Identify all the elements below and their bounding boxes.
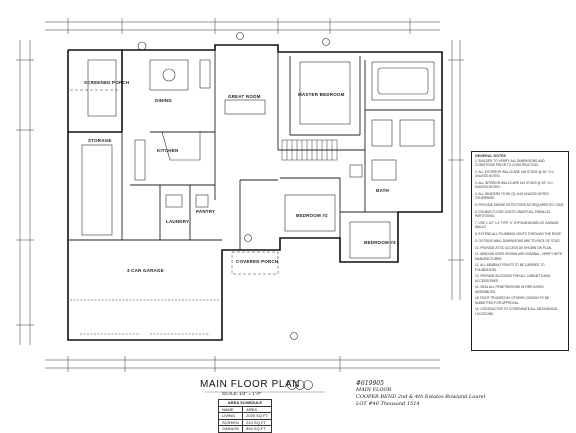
table-row: GARAGE 894 SQ FT <box>217 425 272 433</box>
porch-outline <box>70 89 279 275</box>
area-schedule-title: AREA SCHEDULE <box>218 399 272 407</box>
handwritten-note: COOPER BEND 2nd & 4th Estates Rowland La… <box>356 394 486 400</box>
room-label-bath: BATH <box>376 188 389 193</box>
exterior-walls <box>67 44 443 341</box>
general-note: 13. PROVIDE BLOCKING FOR ALL CABINETS AN… <box>475 274 551 283</box>
area-cell: 894 SQ FT <box>242 425 272 433</box>
general-notes-heading: GENERAL NOTES <box>475 154 506 158</box>
area-cell: 224 SQ FT <box>242 418 272 427</box>
general-note: 16. CONTRACTOR TO COORDINATE ALL MECHANI… <box>475 307 558 316</box>
general-note: 11. WINDOW SIZES SHOWN ARE NOMINAL; VERI… <box>475 252 563 261</box>
room-label-screened-porch: SCREENED PORCH <box>84 80 130 85</box>
general-note: 1. BUILDER TO VERIFY ALL DIMENSIONS AND … <box>475 159 545 168</box>
table-row: LIVING 2020 SQ FT <box>217 412 272 420</box>
table-row: SCREEN 224 SQ FT <box>217 418 272 427</box>
area-schedule-table: AREA SCHEDULE NAME AREA LIVING 2020 SQ F… <box>217 399 272 433</box>
general-note: 15. ROOF TRUSSES BY OTHERS; DESIGN TO BE… <box>475 296 549 305</box>
room-label-laundry: LAUNDRY <box>166 219 190 224</box>
room-label-covered-porch: COVERED PORCH <box>236 259 279 264</box>
room-label-great-room: GREAT ROOM <box>228 94 261 99</box>
general-note: 4. ALL HEADERS TO BE (2) 2x10 UNLESS NOT… <box>475 192 549 201</box>
room-label-garage: 3 CAR GARAGE <box>127 268 164 273</box>
general-note: 12. ALL BEARING POINTS TO BE CARRIED TO … <box>475 263 545 272</box>
general-notes-box: GENERAL NOTES 1. BUILDER TO VERIFY ALL D… <box>471 151 569 351</box>
garage-doors <box>70 299 220 335</box>
handwritten-notes: #619905 MAIN FLOOR COOPER BEND 2nd & 4th… <box>356 380 485 408</box>
general-note: 5. PROVIDE SMOKE DETECTORS AS REQUIRED B… <box>475 203 565 208</box>
room-label-bedroom-2: BEDROOM #2 <box>296 213 328 218</box>
fixtures <box>81 59 435 259</box>
title-block: MAIN FLOOR PLAN SCALE: 1/4" = 1'-0" <box>200 379 330 396</box>
stairs <box>281 139 338 161</box>
general-note: 10. PROVIDE ATTIC ACCESS AS SHOWN ON PLA… <box>475 245 552 250</box>
dimension-lines <box>16 18 464 372</box>
general-note: 3. ALL INTERIOR WALLS ARE 2x4 STUDS @ 16… <box>475 181 554 190</box>
area-cell: 2020 SQ FT <box>242 412 272 420</box>
room-label-master-bedroom: MASTER BEDROOM <box>298 92 345 97</box>
plan-scale: SCALE: 1/4" = 1'-0" <box>222 391 262 396</box>
area-cell: SCREEN <box>217 418 244 427</box>
area-cell: GARAGE <box>217 425 244 433</box>
plan-title: MAIN FLOOR PLAN <box>200 379 301 390</box>
general-note: 14. SEAL ALL PENETRATIONS IN FIRE RATED … <box>475 285 544 294</box>
handwritten-note: MAIN FLOOR <box>356 387 392 393</box>
room-label-dining: DINING <box>155 98 172 103</box>
general-note: 6. DOUBLE FLOOR JOISTS UNDER ALL PARALLE… <box>475 210 551 219</box>
general-note: 9. OUTSIDE WALL DIMENSIONS ARE TO FACE O… <box>475 238 561 243</box>
general-note: 7. USE 1 1/2" x 4 TYPE 'X' GYPSUM BOARD … <box>475 221 559 230</box>
general-note: 8. EXTEND ALL PLUMBING VENTS THROUGH THE… <box>475 232 562 236</box>
general-note: 2. ALL EXTERIOR WALLS ARE 2x6 STUDS @ 16… <box>475 170 555 179</box>
handwritten-note: LOT #40 Thousand 1514 <box>356 401 420 407</box>
area-cell: LIVING <box>217 412 244 420</box>
handwritten-note: #619905 <box>356 380 384 387</box>
room-label-storage: STORAGE <box>88 138 112 143</box>
room-label-kitchen: KITCHEN <box>157 148 179 153</box>
room-label-bedroom-3: BEDROOM #3 <box>364 240 396 245</box>
area-header-name: NAME <box>217 405 244 414</box>
area-header-area: AREA <box>242 405 272 414</box>
room-label-pantry: PANTRY <box>196 209 216 214</box>
reference-bubbles <box>137 32 330 390</box>
